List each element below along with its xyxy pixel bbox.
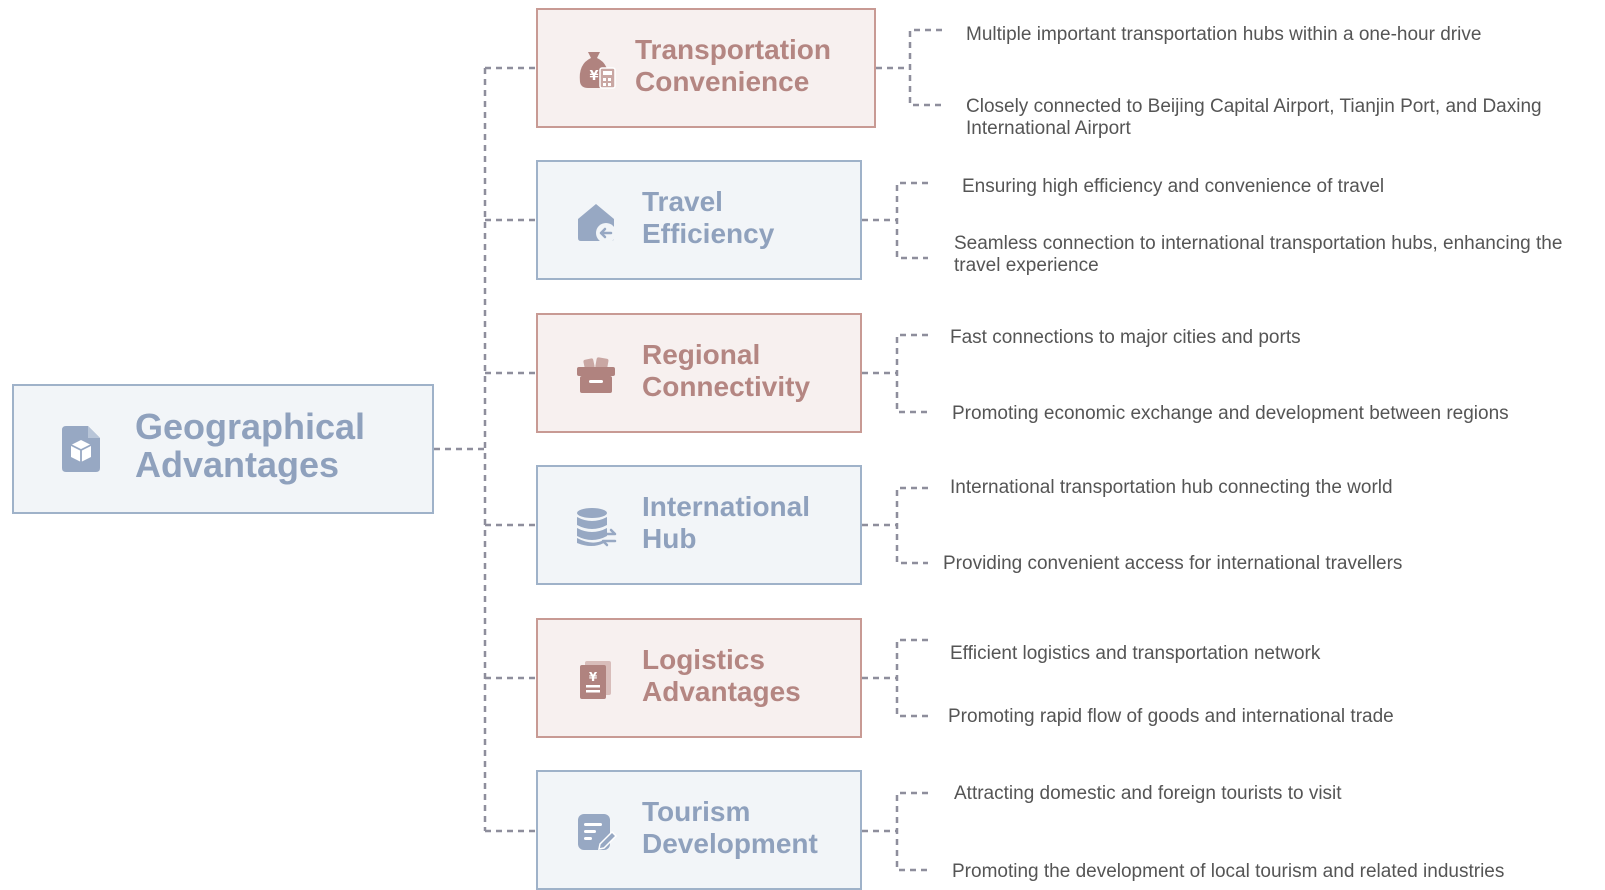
leaf-text: Ensuring high efficiency and convenience… — [962, 176, 1385, 197]
branch-node-tourism-development: Tourism Development — [536, 770, 862, 890]
branch-title: International Hub — [642, 491, 811, 554]
branch-title: Logistics Advantages — [642, 644, 801, 707]
branch-title: Transportation Convenience — [635, 34, 832, 97]
leaf-text: Efficient logistics and transportation n… — [950, 643, 1321, 664]
branch-title: Regional Connectivity — [642, 339, 811, 402]
leaf-text: Promoting rapid flow of goods and intern… — [948, 706, 1394, 727]
branch-node-travel-efficiency: Travel Efficiency — [536, 160, 862, 280]
root-title: Geographical Advantages — [135, 406, 366, 485]
leaf-text: Multiple important transportation hubs w… — [966, 24, 1482, 45]
svg-text:¥: ¥ — [589, 670, 598, 684]
package-box-icon — [577, 357, 615, 393]
leaf-text: Closely connected to Beijing Capital Air… — [966, 96, 1542, 139]
box-icon — [62, 426, 100, 472]
leaf-text: Promoting economic exchange and developm… — [952, 403, 1509, 424]
database-exchange-icon — [577, 508, 617, 547]
leaf-text: Attracting domestic and foreign tourists… — [954, 783, 1342, 804]
branch-node-transportation-convenience: ¥ Transportation Convenience — [536, 8, 876, 128]
leaf-text: Promoting the development of local touri… — [952, 861, 1505, 882]
branch-node-logistics-advantages: ¥ Logistics Advantages — [536, 618, 862, 738]
leaf-text: Fast connections to major cities and por… — [950, 327, 1301, 348]
branch-title: Tourism Development — [642, 796, 818, 859]
branch-title: Travel Efficiency — [642, 186, 775, 249]
branch-node-regional-connectivity: Regional Connectivity — [536, 313, 862, 433]
leaf-text: Providing convenient access for internat… — [943, 553, 1403, 574]
edit-document-icon — [578, 814, 618, 850]
yen-document-icon: ¥ — [580, 661, 611, 699]
leaf-text: International transportation hub connect… — [950, 477, 1393, 498]
svg-text:¥: ¥ — [589, 69, 598, 84]
root-node: Geographical Advantages — [12, 384, 434, 514]
house-return-icon — [578, 204, 616, 243]
branch-node-international-hub: International Hub — [536, 465, 862, 585]
leaf-text: Seamless connection to international tra… — [954, 233, 1563, 276]
money-bag-calculator-icon: ¥ — [579, 52, 616, 89]
